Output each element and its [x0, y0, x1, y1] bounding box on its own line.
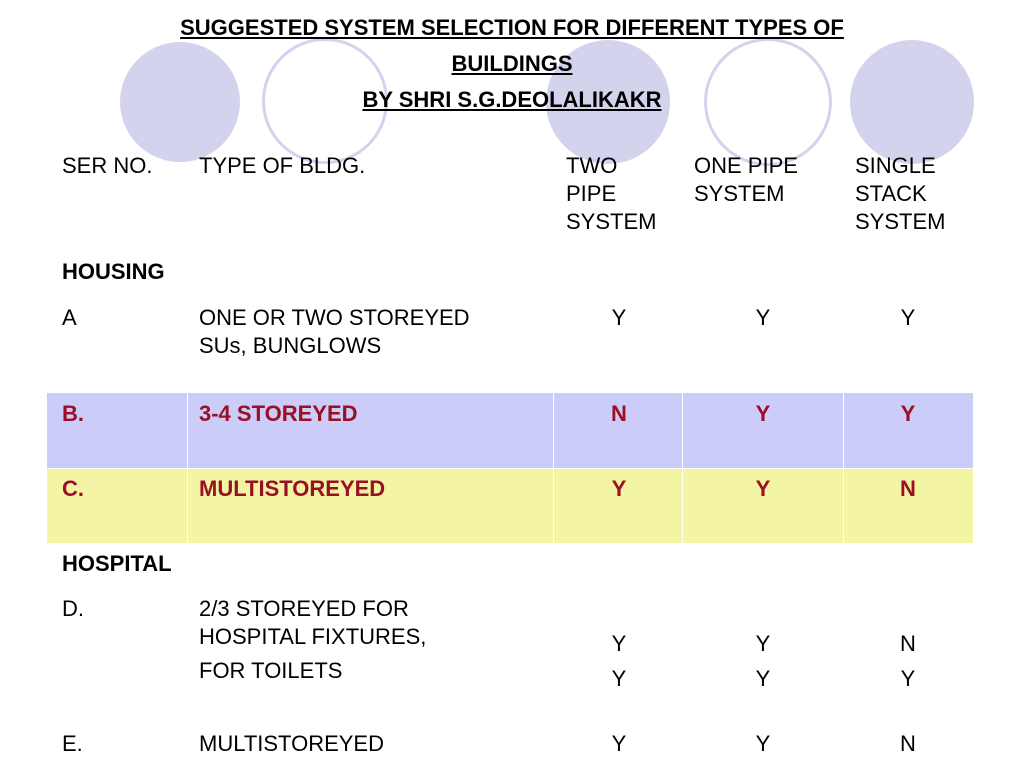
row-a-ser: A	[62, 305, 77, 330]
decor-ring-1	[262, 38, 388, 164]
row-b-single-stack: Y	[900, 401, 916, 426]
column-divider	[843, 393, 844, 543]
row-c-two-pipe: Y	[611, 476, 627, 501]
row-d-type-line-1: 2/3 STOREYED FOR	[199, 596, 409, 621]
row-c-single-stack: N	[900, 476, 916, 501]
row-d-ser: D.	[62, 596, 84, 621]
decor-circle-3	[850, 40, 974, 164]
page-title-line-1: SUGGESTED SYSTEM SELECTION FOR DIFFERENT…	[180, 15, 844, 40]
header-single-stack-line-3: SYSTEM	[855, 209, 946, 234]
header-one-pipe-line-1: ONE PIPE	[694, 153, 798, 178]
page-title-line-2: BUILDINGS	[451, 51, 573, 76]
header-one-pipe-line-2: SYSTEM	[694, 181, 785, 206]
row-d-toilets-single-stack: Y	[900, 666, 916, 691]
row-a-type-line-1: ONE OR TWO STOREYED	[199, 305, 470, 330]
decor-ring-2	[704, 38, 832, 166]
header-two-pipe-line-1: TWO	[566, 153, 618, 178]
row-d-fixtures-one-pipe: Y	[755, 631, 771, 656]
row-d-toilets-two-pipe: Y	[611, 666, 627, 691]
header-two-pipe-line-2: PIPE	[566, 181, 617, 206]
row-e-type: MULTISTOREYED	[199, 731, 384, 756]
header-two-pipe-line-3: SYSTEM	[566, 209, 657, 234]
decor-circle-1	[120, 42, 240, 162]
row-c-ser: C.	[62, 476, 84, 501]
row-b-one-pipe: Y	[755, 401, 771, 426]
section-housing: HOUSING	[62, 259, 165, 284]
row-a-one-pipe: Y	[755, 305, 771, 330]
row-c-highlight	[47, 469, 973, 543]
row-b-ser: B.	[62, 401, 84, 426]
header-single-stack-system: SINGLE STACK SYSTEM	[855, 152, 945, 236]
row-a-type: ONE OR TWO STOREYED SUs, BUNGLOWS	[199, 304, 470, 360]
row-b-highlight	[47, 393, 973, 468]
row-b-two-pipe: N	[611, 401, 627, 426]
column-divider	[553, 393, 554, 543]
row-c-type: MULTISTOREYED	[199, 476, 386, 501]
page-title-author: BY SHRI S.G.DEOLALIKAKR	[362, 87, 662, 112]
section-hospital: HOSPITAL	[62, 551, 172, 576]
header-type-of-bldg: TYPE OF BLDG.	[199, 153, 366, 178]
header-ser-no: SER NO.	[62, 153, 153, 178]
column-divider	[187, 393, 188, 543]
header-one-pipe-system: ONE PIPE SYSTEM	[694, 152, 798, 208]
row-e-single-stack: N	[900, 731, 916, 756]
row-d-fixtures-two-pipe: Y	[611, 631, 627, 656]
row-c-one-pipe: Y	[755, 476, 771, 501]
row-d-fixtures-single-stack: N	[900, 631, 916, 656]
row-e-one-pipe: Y	[755, 731, 771, 756]
column-divider	[682, 393, 683, 543]
header-single-stack-line-2: STACK	[855, 181, 927, 206]
row-d-type-line-2: HOSPITAL FIXTURES,	[199, 624, 427, 649]
header-two-pipe-system: TWO PIPE SYSTEM	[566, 152, 656, 236]
row-b-type: 3-4 STOREYED	[199, 401, 358, 426]
decor-circle-2	[546, 40, 670, 164]
header-single-stack-line-1: SINGLE	[855, 153, 936, 178]
row-a-type-line-2: SUs, BUNGLOWS	[199, 333, 382, 358]
row-d-type-line-3: FOR TOILETS	[199, 658, 343, 683]
row-e-ser: E.	[62, 731, 83, 756]
row-d-toilets-one-pipe: Y	[755, 666, 771, 691]
row-a-single-stack: Y	[900, 305, 916, 330]
row-a-two-pipe: Y	[611, 305, 627, 330]
row-e-two-pipe: Y	[611, 731, 627, 756]
